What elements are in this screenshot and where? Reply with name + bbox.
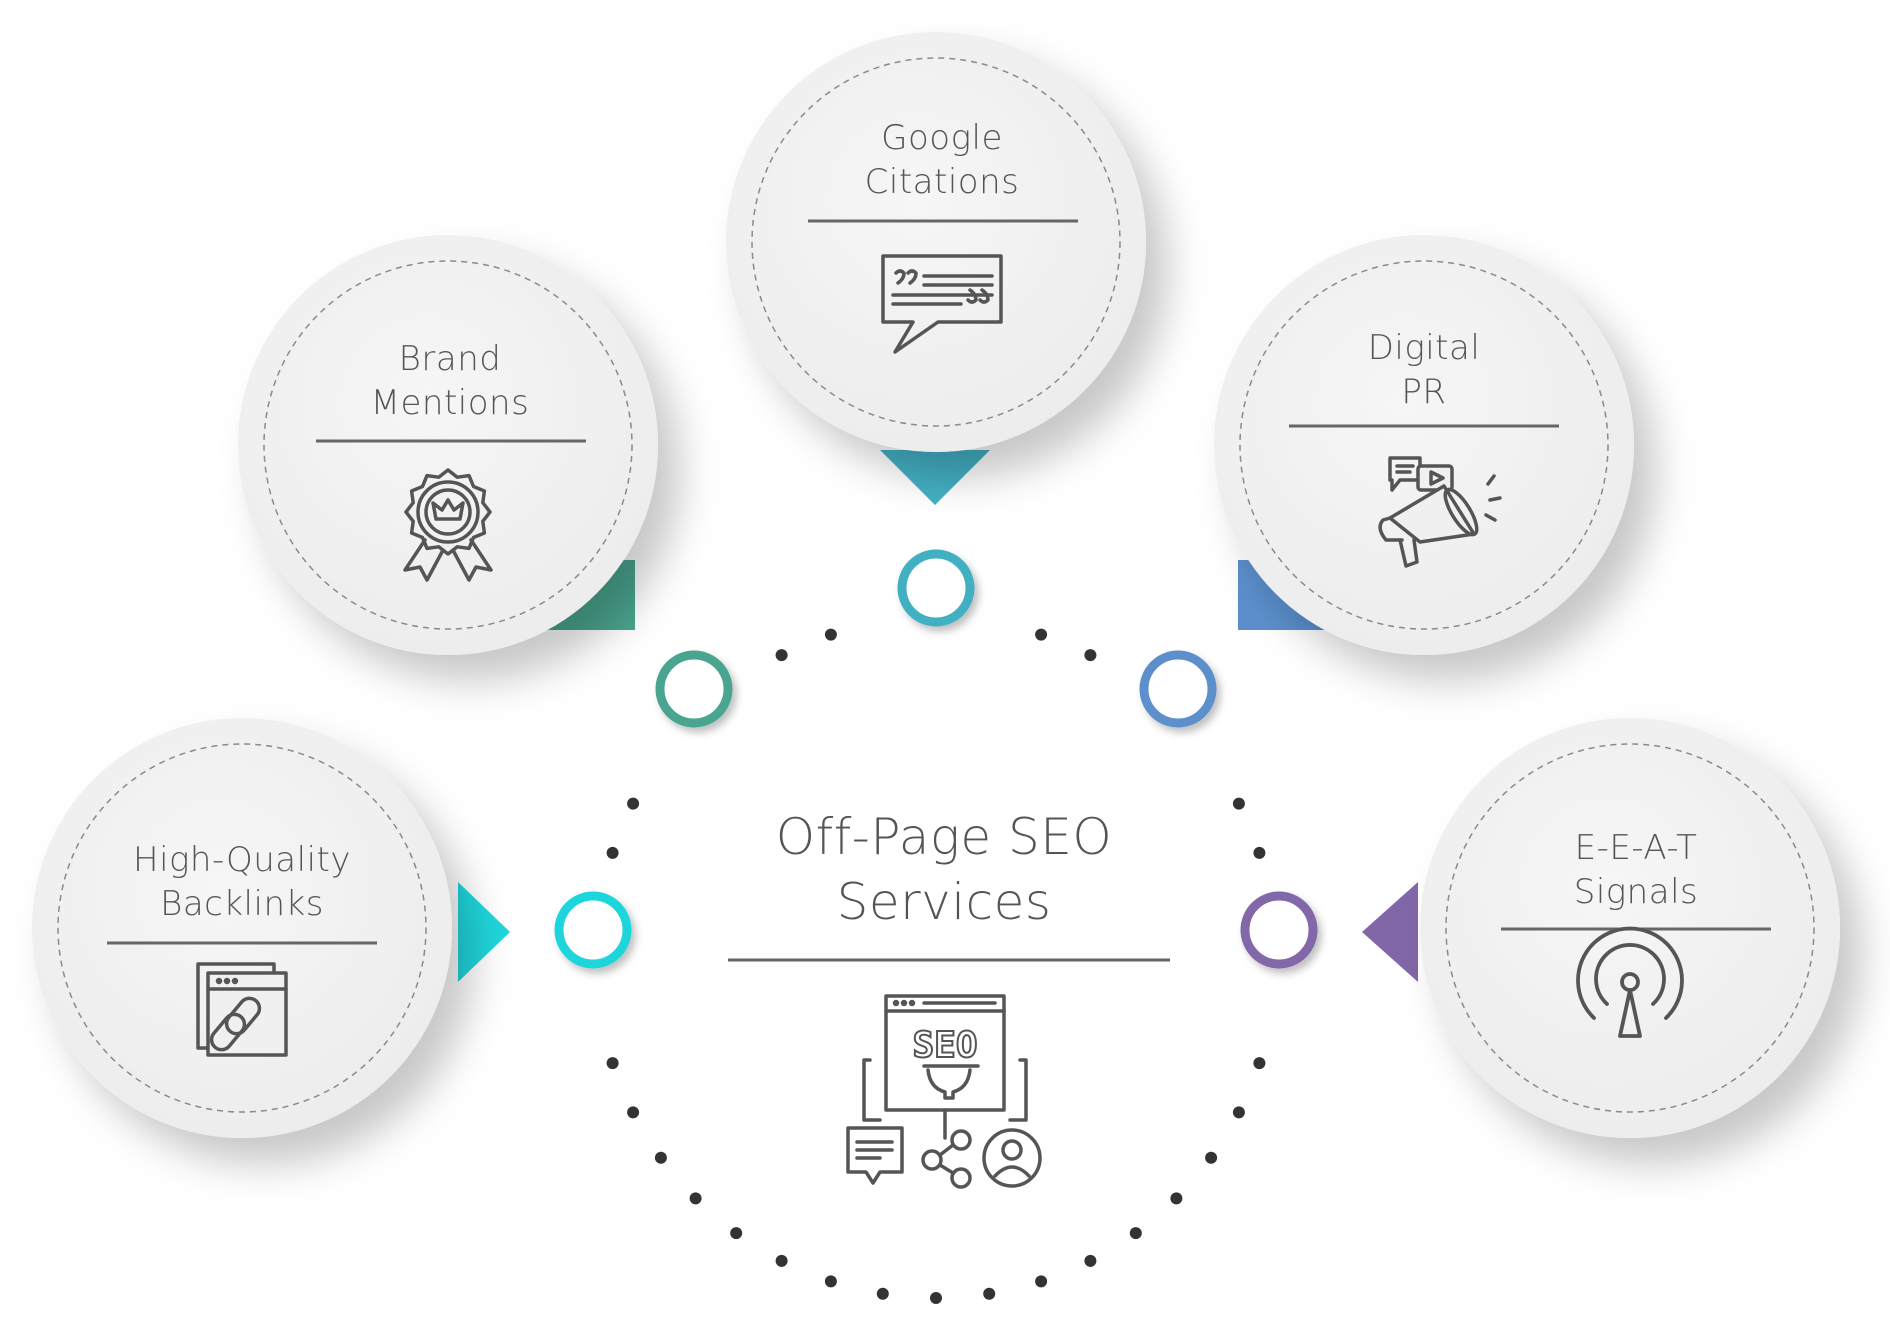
ring-dot (606, 1057, 619, 1070)
node-title-line2: Signals (1573, 872, 1699, 913)
link-browser-icon (196, 962, 288, 1057)
node-title-line1: High-Quality (133, 840, 351, 880)
node-title-line2: PR (1401, 372, 1447, 413)
ring-dot (1170, 1192, 1183, 1205)
ring-dot (1253, 846, 1266, 859)
ring-dot (775, 649, 788, 662)
ring-dot (1205, 1151, 1218, 1164)
node-disc-pr (1214, 235, 1634, 655)
ring-dot (627, 797, 640, 810)
ring-dot (876, 1287, 889, 1300)
ring-dot (824, 628, 837, 641)
ring-dot (1232, 1106, 1245, 1119)
connector-ring-backlinks (554, 891, 632, 969)
pointer-tab-backlinks (458, 882, 510, 982)
ring-dot (930, 1292, 942, 1304)
ring-dot (775, 1254, 788, 1267)
node-title-line1: Digital (1367, 328, 1481, 368)
node-title-pr: Digital PR (1274, 326, 1574, 414)
connector-ring-pr (1139, 650, 1217, 728)
quote-bubble-icon (881, 254, 1003, 354)
ring-dot (1084, 1254, 1097, 1267)
ring-dot (824, 1275, 837, 1288)
broadcast-icon (1576, 926, 1684, 1038)
ring-dot (730, 1227, 743, 1240)
megaphone-icon (1378, 456, 1502, 568)
ring-dot (1129, 1227, 1142, 1240)
center-title-line1: Off-Page SEO (775, 808, 1113, 866)
node-disc-backlinks (32, 718, 452, 1138)
node-title-brand: Brand Mentions (300, 337, 600, 425)
node-title-line1: Google (881, 118, 1003, 158)
node-title-eeat: E-E-A-T Signals (1486, 826, 1786, 914)
node-title-line1: E-E-A-T (1574, 828, 1698, 868)
seo-icon-label: SEO (912, 1025, 977, 1066)
connector-ring-eeat (1240, 891, 1318, 969)
seo-website-icon (846, 994, 1042, 1189)
ring-dot (1084, 649, 1097, 662)
ring-dot (1035, 1275, 1048, 1288)
pointer-tab-eeat (1362, 882, 1418, 982)
dotted-ring (606, 628, 1266, 1304)
node-title-line2: Backlinks (160, 884, 324, 925)
connector-ring-brand (655, 650, 733, 728)
node-title-backlinks: High-Quality Backlinks (92, 838, 392, 926)
center-title: Off-Page SEO Services (714, 805, 1174, 935)
ring-dot (1035, 628, 1048, 641)
node-disc-brand (238, 235, 658, 655)
center-title-line2: Services (836, 873, 1052, 931)
ring-dot (627, 1106, 640, 1119)
ring-dot (983, 1287, 996, 1300)
node-title-line2: Mentions (370, 383, 530, 424)
node-title-line1: Brand (398, 339, 502, 379)
connector-ring-citations (897, 549, 975, 627)
award-badge-icon (403, 468, 493, 582)
ring-dot (654, 1151, 667, 1164)
node-title-citations: Google Citations (792, 116, 1092, 204)
node-title-line2: Citations (864, 162, 1020, 203)
ring-dot (606, 846, 619, 859)
ring-dot (1253, 1057, 1266, 1070)
node-disc-citations (726, 32, 1146, 452)
pointer-tab-citations (880, 450, 990, 505)
ring-dot (689, 1192, 702, 1205)
ring-dot (1232, 797, 1245, 810)
